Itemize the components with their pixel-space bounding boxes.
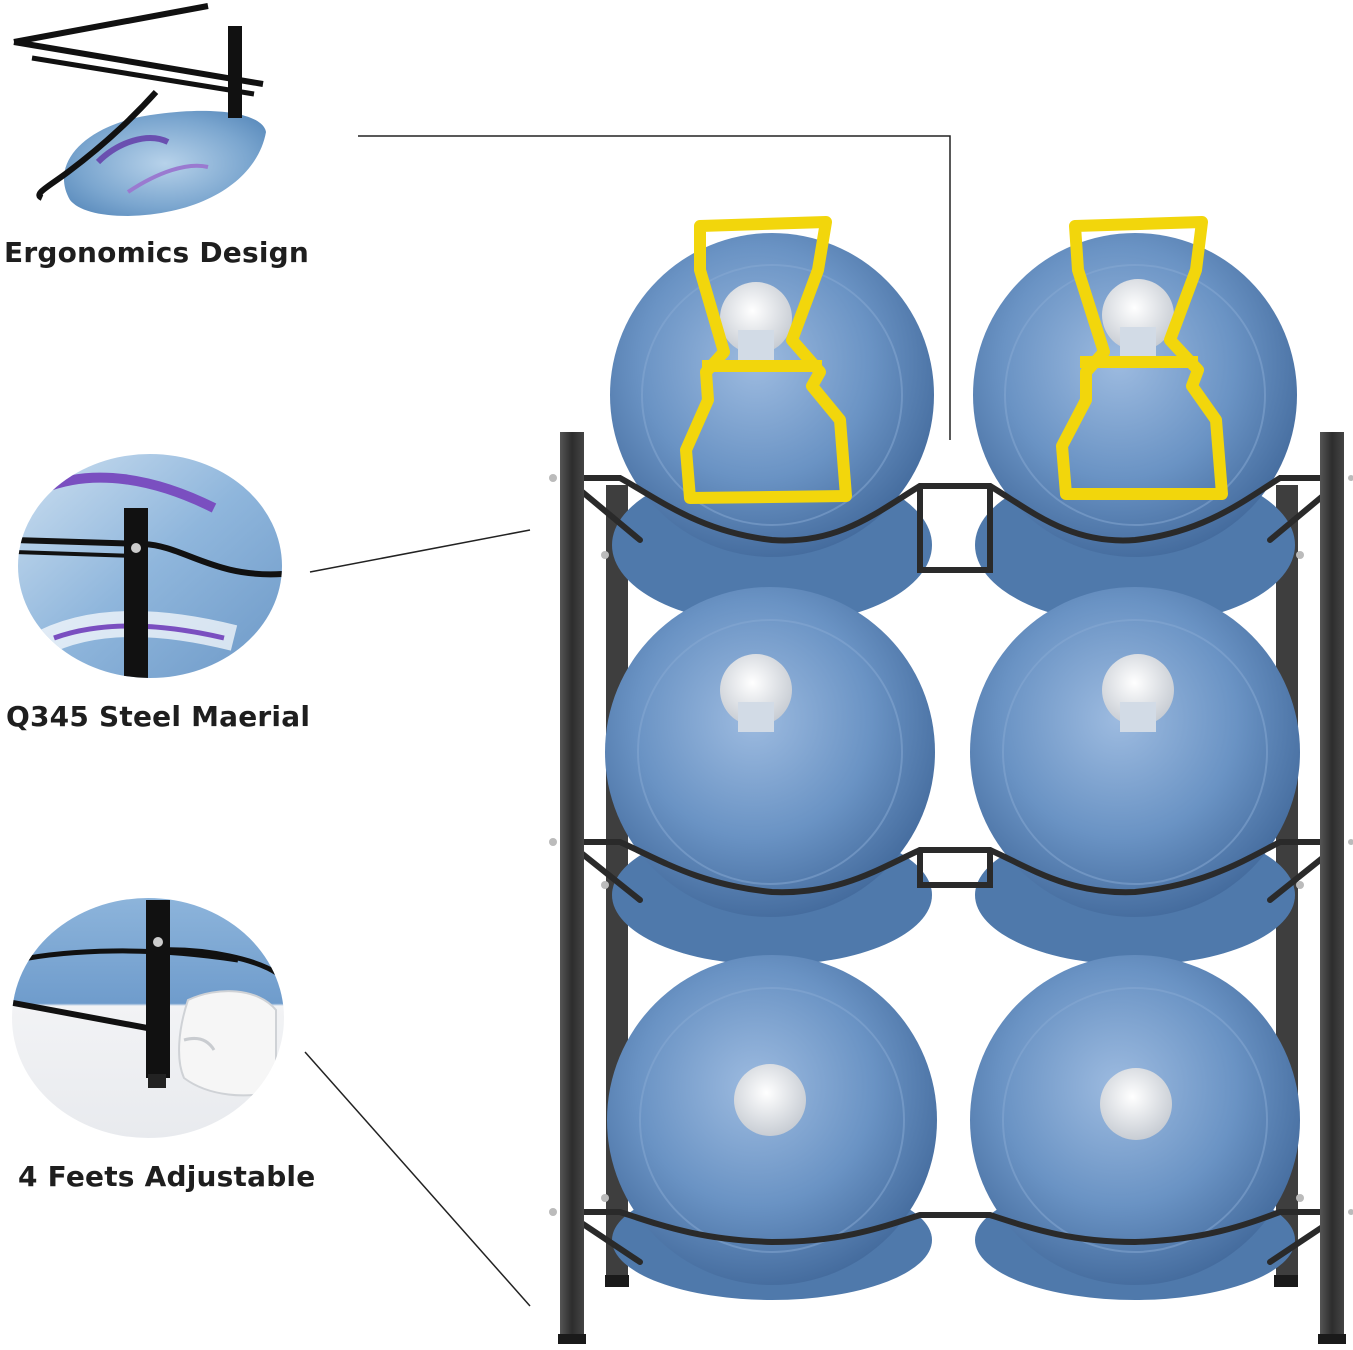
rack-front-post-right [1320,432,1344,1338]
feature-label-feet: 4 Feets Adjustable [18,1160,316,1193]
adjustable-foot-closeup-icon [12,898,284,1138]
leader-line-feet [304,1051,531,1307]
steel-closeup-icon [18,454,282,678]
rack-front-post-left [560,432,584,1338]
leader-line-steel [309,529,531,573]
bottle-handle-left [680,216,852,504]
bottle-bottom-right [970,955,1300,1300]
feature-label-steel: Q345 Steel Maerial [6,700,311,733]
bottle-handle-right [1056,216,1228,500]
bottle-top-left [610,233,934,625]
bottle-middle-left [605,587,935,965]
bottle-top-right [973,233,1297,625]
bottle-bottom-left [607,955,937,1300]
rack-adjustable-feet [558,1275,1346,1344]
bottle-middle-right [970,587,1300,965]
rack-shelf-rails [572,475,1333,1265]
feature-label-ergonomics: Ergonomics Design [4,236,310,269]
leader-line-ergonomics [358,135,951,440]
ergonomics-closeup-icon [13,3,267,216]
rack-screws [549,474,1353,1216]
